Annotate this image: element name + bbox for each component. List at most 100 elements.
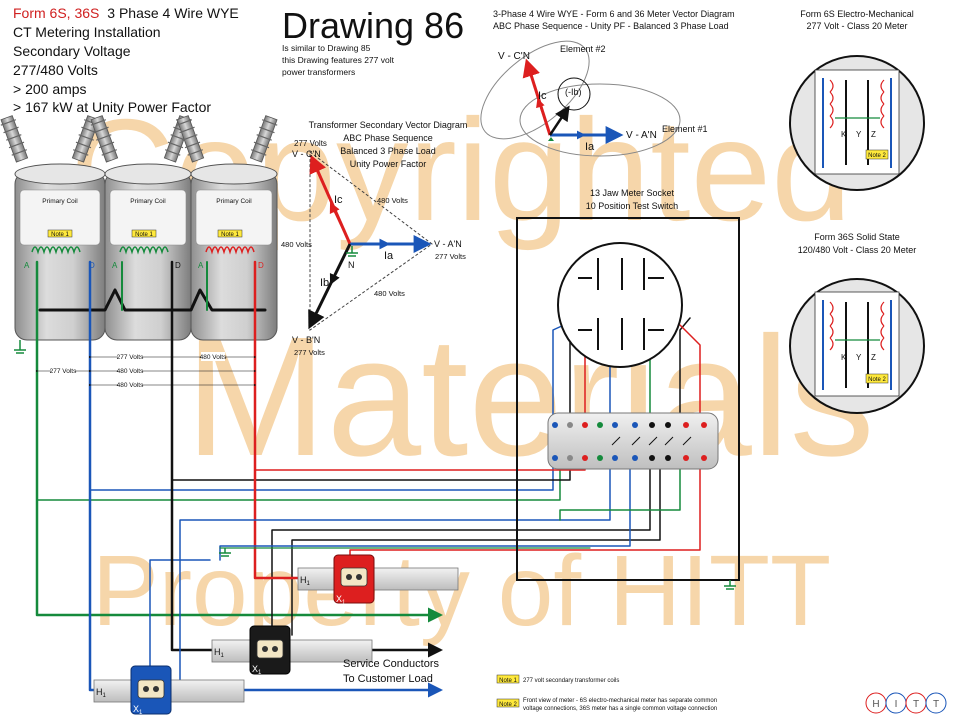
header: Form 6S, 36S 3 Phase 4 Wire WYE CT Meter…	[13, 5, 239, 115]
ct-b-return	[291, 419, 661, 636]
logo-letter-4: T	[933, 699, 939, 710]
transformer-c-note: Note 1	[221, 232, 239, 238]
note-1-text: 277 volt secondary transformer coils	[523, 678, 619, 684]
meter-6s-y: Y	[856, 130, 862, 139]
mv-element-2-label: Element #2	[560, 44, 606, 54]
transformer-b	[104, 163, 192, 341]
tv-vb-label: V - B'N	[292, 335, 320, 345]
logo-letter-3: T	[913, 699, 919, 710]
neutral-conductor	[35, 260, 443, 623]
dim-480-bc: 480 Volts	[200, 354, 227, 361]
meter-vector-diagram: 3-Phase 4 Wire WYE - Form 6 and 36 Meter…	[480, 9, 735, 157]
transformer-a-terminal-a: A	[24, 261, 30, 270]
watermark-line-2: Materials	[185, 302, 875, 492]
ct-ground-icon	[219, 548, 231, 557]
meter-6s-title-2: 277 Volt - Class 20 Meter	[806, 21, 907, 31]
transformer-c	[190, 163, 278, 341]
socket-lead-ib	[679, 317, 691, 423]
mv-ic-vector	[536, 98, 551, 136]
transformer-c-coil-label: Primary Coil	[216, 198, 252, 205]
header-line-5: > 167 kW at Unity Power Factor	[13, 99, 211, 115]
tv-neutral-label: N	[348, 260, 355, 270]
meter-36s-title-1: Form 36S Solid State	[814, 232, 900, 242]
voltage-dimensions: 277 Volts 480 Volts 277 Volts 480 Volts …	[35, 352, 257, 389]
test-switch	[547, 412, 719, 470]
tv-title-2: ABC Phase Sequence	[343, 133, 433, 143]
mv-vc-prefix: V - C'N	[498, 51, 530, 62]
transformer-a-coil-label: Primary Coil	[42, 198, 78, 205]
meter-36s-y: Y	[856, 353, 862, 362]
transformer-b-note: Note 1	[135, 232, 153, 238]
dim-480-ac: 480 Volts	[117, 368, 144, 375]
tv-title-1: Transformer Secondary Vector Diagram	[309, 120, 468, 130]
notes-legend: Note 1 277 volt secondary transformer co…	[496, 674, 717, 712]
tv-ll-top: 480 Volts	[377, 196, 408, 205]
transformer-b-terminal-d: D	[175, 261, 181, 270]
drawing-subtitle-1: Is similar to Drawing 85	[282, 43, 371, 53]
form-code: Form 6S, 36S	[13, 5, 99, 21]
meter-6s-z: Z	[871, 130, 876, 139]
service-label-1: Service Conductors	[343, 658, 439, 670]
ct-b-x-label: X1	[252, 664, 262, 676]
mv-element-1-ellipse	[519, 83, 681, 157]
transformer-bank: Primary Coil Primary Coil Primary Coil N…	[0, 115, 278, 354]
meter-36s-title-2: 120/480 Volt - Class 20 Meter	[798, 245, 917, 255]
test-switch-terminals	[552, 422, 707, 461]
dim-277-ab: 277 Volts	[117, 354, 144, 361]
tv-ic-label: Ic	[334, 194, 343, 206]
drawing-title-block: Drawing 86 Is similar to Drawing 85 this…	[282, 5, 464, 77]
socket-ground-icon	[724, 580, 736, 590]
logo-letter-1: H	[872, 699, 879, 710]
dim-277-left: 277 Volts	[50, 368, 77, 375]
tv-neutral-ground-icon	[346, 246, 358, 257]
tv-title-3: Balanced 3 Phase Load	[340, 146, 436, 156]
transformer-b-coil-label: Primary Coil	[130, 198, 166, 205]
service-label-2: To Customer Load	[343, 673, 433, 685]
header-line-3: 277/480 Volts	[13, 62, 98, 78]
ct-c-h-label: H1	[300, 575, 311, 587]
socket-enclosure	[516, 217, 740, 581]
socket-meter-circle	[557, 242, 683, 368]
tv-va-label: V - A'N	[434, 239, 462, 249]
transformer-c-terminal-a: A	[198, 261, 204, 270]
transformer-b-coil	[119, 246, 169, 255]
mv-ic-label: Ic	[538, 90, 547, 102]
ct-a-loop	[179, 419, 611, 691]
socket-lead-ic	[679, 324, 701, 423]
transformer-tie-bus	[38, 288, 267, 312]
ct-phase-b: H1 X1	[211, 625, 373, 676]
note-2-text-2: voltage connections, 36S meter has a sin…	[523, 706, 717, 712]
meter-socket: 13 Jaw Meter Socket 10 Position Test Swi…	[516, 188, 740, 590]
mv-neg-ib-circle	[557, 77, 591, 111]
socket-title-1: 13 Jaw Meter Socket	[590, 188, 675, 198]
tv-title-4: Unity Power Factor	[350, 159, 427, 169]
tv-vc-volts: 277 Volts	[294, 139, 327, 148]
ct-phase-a: H1 X1	[93, 665, 245, 716]
mv-element-1-label: Element #1	[662, 124, 708, 134]
ct-b-h-label: H1	[214, 647, 225, 659]
mv-neg-ib-label: (-Ib)	[565, 87, 582, 97]
bushings	[0, 115, 278, 163]
meter-6s-note: Note 2	[868, 153, 886, 159]
dim-480-ac-2: 480 Volts	[117, 382, 144, 389]
ct-a-x-label: X1	[133, 704, 143, 716]
meter-36s-z: Z	[871, 353, 876, 362]
meter-36s-note: Note 2	[868, 377, 886, 383]
mv-title-2: ABC Phase Sequence - Unity PF - Balanced…	[493, 21, 729, 31]
transformer-a	[14, 163, 106, 341]
mv-title-1: 3-Phase 4 Wire WYE - Form 6 and 36 Meter…	[493, 9, 735, 19]
transformer-vector-diagram: Transformer Secondary Vector Diagram ABC…	[281, 120, 467, 357]
meter-6s-front: Form 6S Electro-Mechanical 277 Volt - Cl…	[789, 9, 925, 191]
form-title: 3 Phase 4 Wire WYE	[107, 5, 239, 21]
note-1-tag: Note 1	[499, 678, 517, 684]
mv-neg-ib-vector	[548, 105, 570, 136]
ct-c-x-label: X1	[336, 594, 346, 606]
logo-letter-2: I	[895, 699, 898, 710]
watermark: Copyrighted Materials Property of HITT	[70, 89, 875, 647]
meter-36s-k: K	[841, 353, 847, 362]
hitt-logo: H I T T	[865, 692, 947, 714]
header-line-2: Secondary Voltage	[13, 43, 131, 59]
tv-ib-vector	[329, 243, 351, 285]
header-line-4: > 200 amps	[13, 81, 87, 97]
